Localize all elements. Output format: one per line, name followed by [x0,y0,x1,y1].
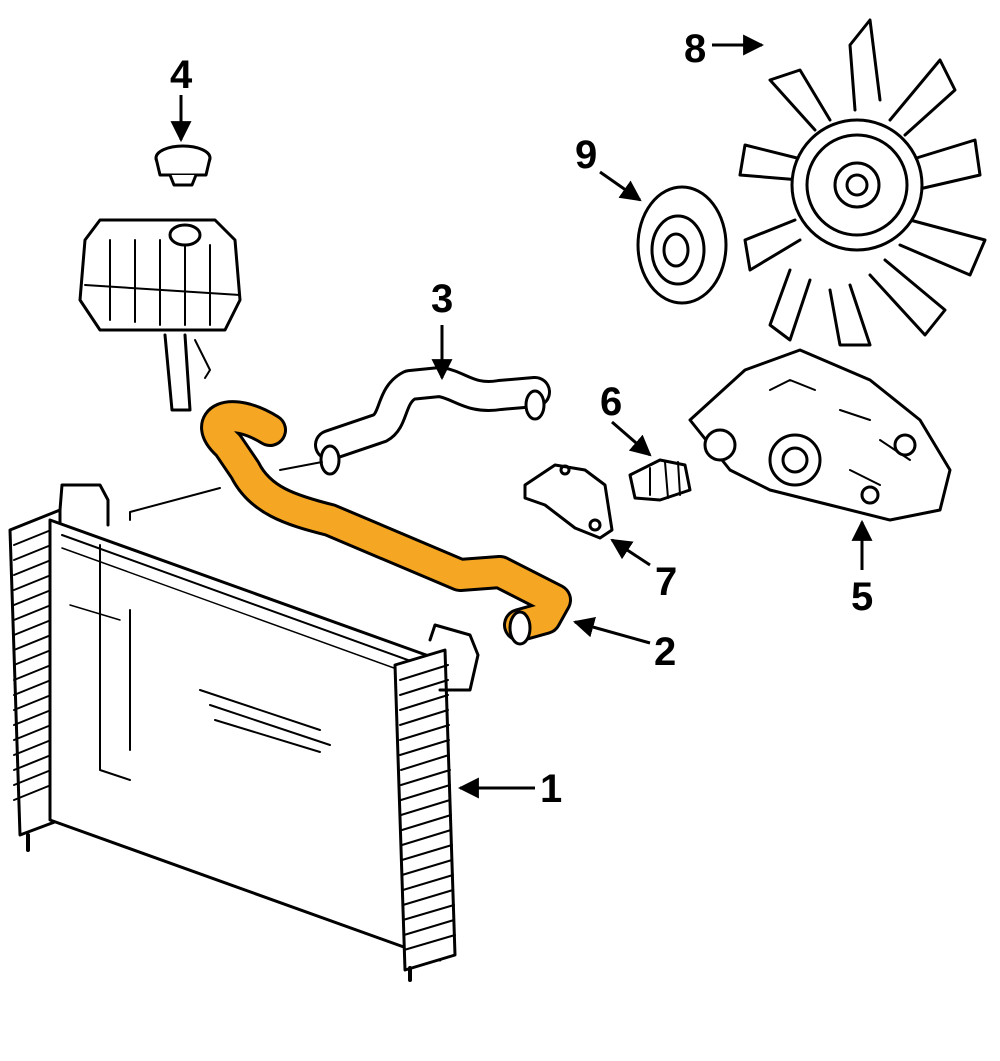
callout-7: 7 [655,560,677,604]
fan-blade [738,18,987,347]
callout-6: 6 [600,380,622,424]
radiator [8,483,480,982]
arrow-2 [572,616,651,645]
lower-radiator-hose [200,400,572,646]
thermostat [628,458,692,502]
arrow-6 [611,420,652,457]
callout-3: 3 [431,277,453,321]
callout-5: 5 [851,575,873,619]
water-pump [688,348,952,522]
callout-4: 4 [170,53,193,97]
arrow-7 [610,538,651,567]
callout-labels: 1 2 3 4 5 6 7 8 9 [170,27,873,811]
coolant-reservoir [78,218,242,412]
reservoir-cap [154,144,212,187]
callout-1: 1 [540,767,562,811]
upper-radiator-hose [279,366,551,476]
callout-8: 8 [684,27,706,71]
leader-arrows [170,34,873,799]
callout-9: 9 [575,133,597,177]
thermostat-housing [523,463,614,540]
fan-pulley [636,185,728,305]
callout-2: 2 [654,630,676,674]
arrow-9 [599,170,642,202]
